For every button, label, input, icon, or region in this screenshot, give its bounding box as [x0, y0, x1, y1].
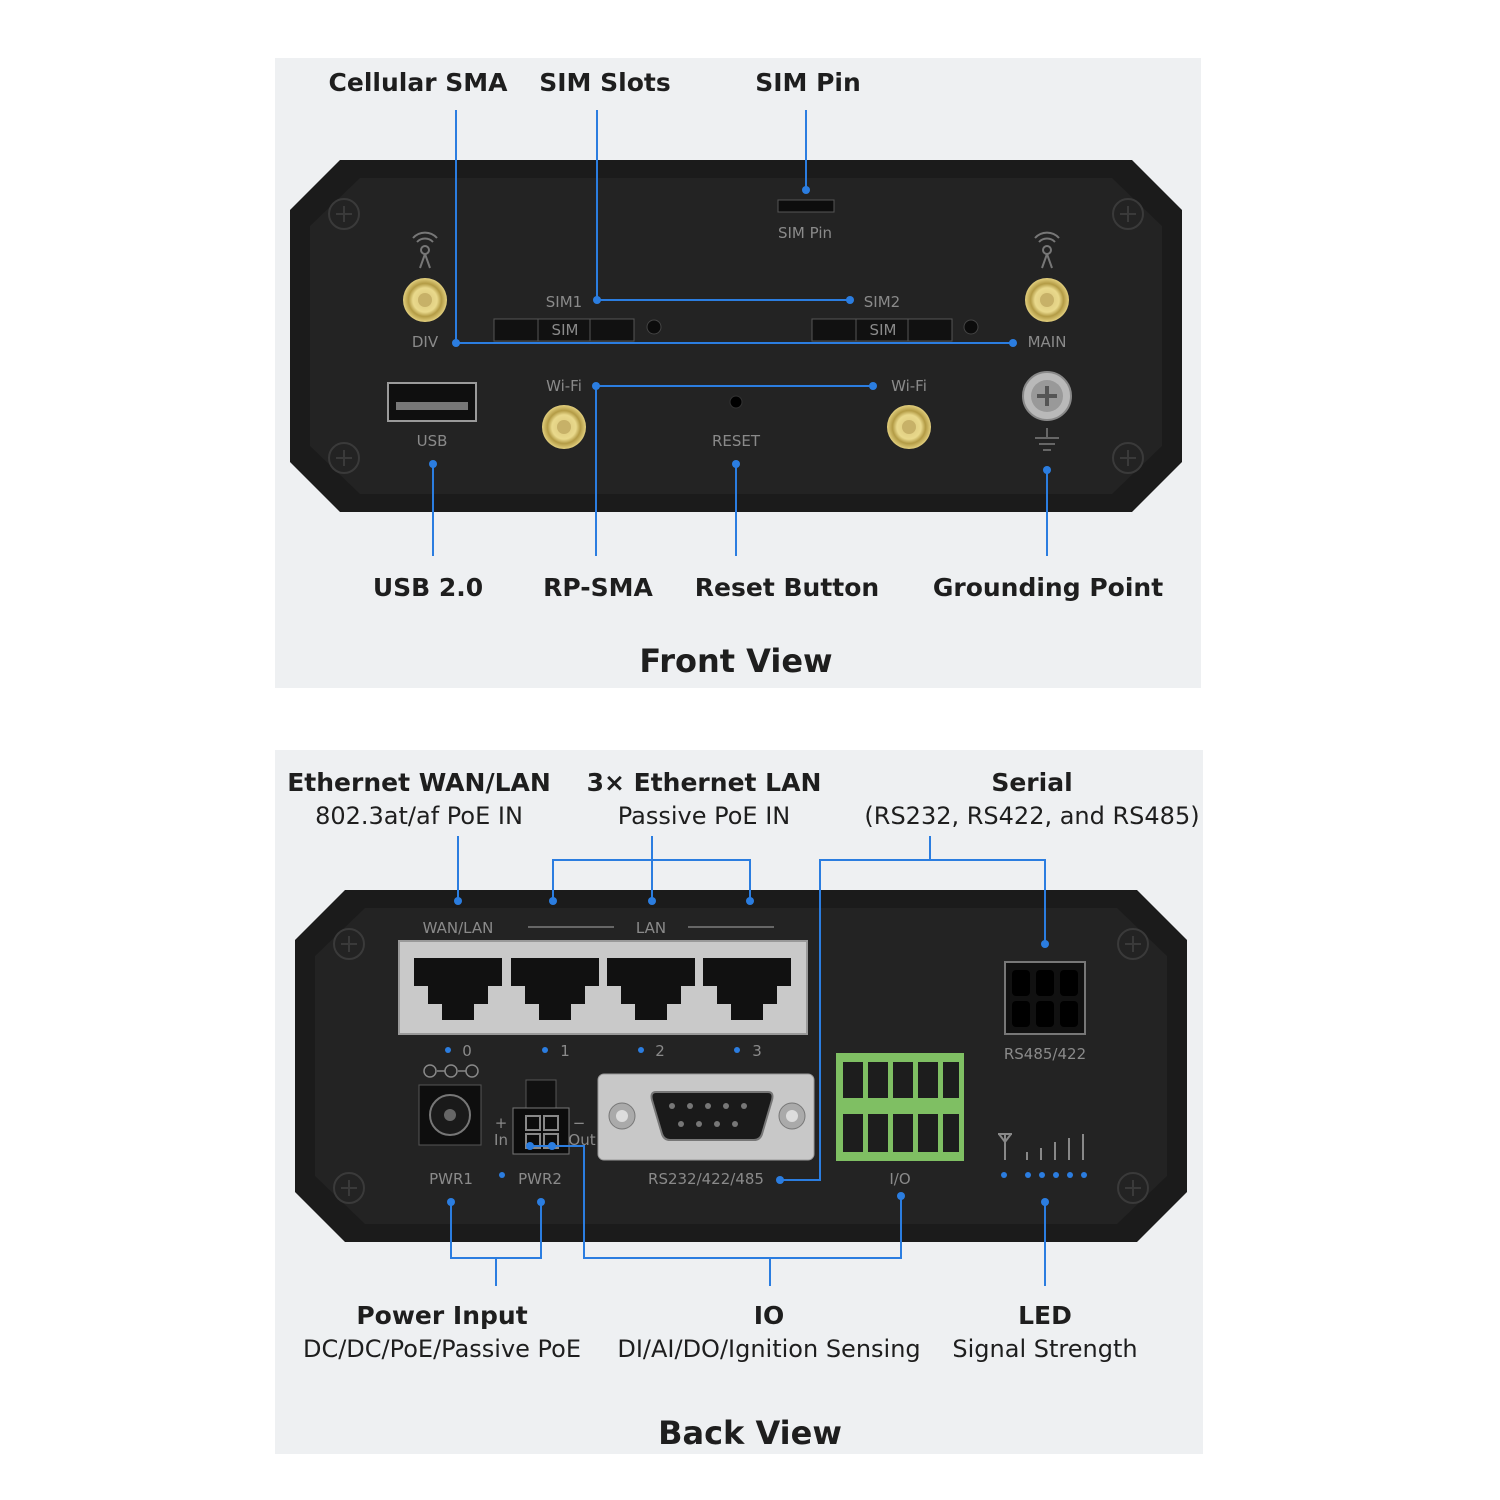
callout-lan-sub: Passive PoE IN [618, 802, 791, 830]
cellular-sma-connector [403, 278, 1069, 322]
dc-polarity-icon [423, 1064, 479, 1078]
silk-sim1: SIM1 [546, 293, 582, 311]
back-view-title: Back View [658, 1414, 842, 1452]
callout-wan-sub: 802.3at/af PoE IN [315, 802, 523, 830]
callout-sim-pin: SIM Pin [755, 68, 861, 97]
silk-div: DIV [412, 333, 439, 351]
silk-wifi-right: Wi-Fi [891, 377, 927, 395]
silk-wan-lan: WAN/LAN [423, 919, 494, 937]
silk-sim-b: SIM [870, 321, 897, 339]
callout-grounding: Grounding Point [933, 573, 1163, 602]
screw-icon [333, 928, 1149, 1204]
antenna-icon [412, 231, 1060, 269]
usb-tongue [396, 402, 468, 410]
silk-wifi-left: Wi-Fi [546, 377, 582, 395]
reset-button[interactable] [729, 395, 743, 409]
back-callout-lines [447, 836, 1049, 1286]
silk-plus: + [495, 1114, 508, 1132]
front-view-title: Front View [639, 642, 832, 680]
callout-reset: Reset Button [695, 573, 879, 602]
silk-io: I/O [889, 1170, 910, 1188]
silk-lan: LAN [636, 919, 666, 937]
silk-rs485: RS485/422 [1004, 1045, 1086, 1063]
silk-pwr1: PWR1 [429, 1170, 473, 1188]
silk-port3: 3 [752, 1042, 762, 1060]
io-terminals [843, 1062, 959, 1152]
back-device: WAN/LAN LAN 0 1 2 3 + − In Out PWR1 PWR2… [295, 890, 1187, 1242]
silk-reset: RESET [712, 432, 761, 450]
callout-serial-sub: (RS232, RS422, and RS485) [864, 802, 1199, 830]
silk-out: Out [568, 1131, 595, 1149]
rs485-pins [1012, 970, 1078, 1027]
callout-cellular-sma: Cellular SMA [329, 68, 509, 97]
callout-sim-slots: SIM Slots [539, 68, 670, 97]
callout-rp-sma: RP-SMA [543, 573, 653, 602]
callout-power-title: Power Input [356, 1301, 527, 1330]
silk-sim-a: SIM [552, 321, 579, 339]
screw-icon [328, 198, 1144, 474]
silk-usb: USB [417, 432, 448, 450]
callout-serial-title: Serial [991, 768, 1072, 797]
pwr2-latch [525, 1079, 557, 1109]
silk-sim-pin: SIM Pin [778, 224, 832, 242]
front-device: SIM Pin SIM1 SIM2 SIM SIM DIV MAIN USB W… [290, 160, 1182, 512]
silk-main: MAIN [1028, 333, 1067, 351]
rp-sma-connector [542, 405, 931, 449]
callout-usb: USB 2.0 [373, 573, 483, 602]
silk-port2: 2 [655, 1042, 665, 1060]
sim-pin-slot[interactable] [777, 199, 835, 213]
signal-strength-icon [998, 1133, 1084, 1160]
callout-io-title: IO [754, 1301, 785, 1330]
silk-minus: − [573, 1114, 586, 1132]
sim-slot[interactable] [493, 318, 979, 342]
callout-led-sub: Signal Strength [952, 1335, 1137, 1363]
callout-lan-title: 3× Ethernet LAN [587, 768, 822, 797]
grounding-screw-icon [1022, 371, 1072, 421]
silk-in: In [494, 1131, 508, 1149]
signal-led [1001, 1172, 1087, 1178]
callout-led-title: LED [1018, 1301, 1072, 1330]
db9-pins [669, 1103, 747, 1127]
silk-port1: 1 [560, 1042, 570, 1060]
callout-io-sub: DI/AI/DO/Ignition Sensing [617, 1335, 920, 1363]
silk-port0: 0 [462, 1042, 472, 1060]
silk-rs232: RS232/422/485 [648, 1170, 764, 1188]
silk-sim2: SIM2 [864, 293, 900, 311]
front-callout-lines [429, 110, 1051, 556]
ground-symbol-icon [1035, 428, 1059, 451]
ethernet-port[interactable] [414, 958, 791, 1020]
callout-power-sub: DC/DC/PoE/Passive PoE [303, 1335, 581, 1363]
silk-pwr2: PWR2 [518, 1170, 562, 1188]
port-led [445, 1047, 740, 1053]
callout-wan-title: Ethernet WAN/LAN [287, 768, 551, 797]
